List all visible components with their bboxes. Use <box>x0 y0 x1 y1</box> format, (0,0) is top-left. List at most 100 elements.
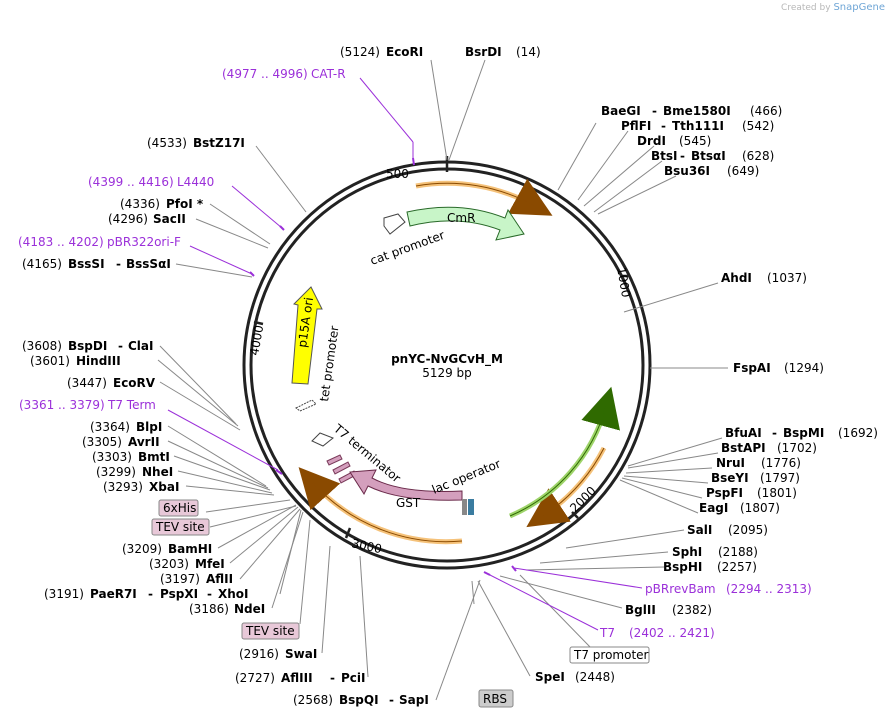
site-sali-pos: (2095) <box>728 523 768 537</box>
site-sphi[interactable]: SphI (2188) <box>672 545 758 559</box>
primer-l4440[interactable]: (4399 .. 4416) L4440 <box>88 175 214 189</box>
site-paer7i-name: PaeR7I <box>90 587 137 601</box>
site-bspdi[interactable]: (3608) BspDI - ClaI <box>22 339 153 353</box>
site-spei[interactable]: SpeI (2448) <box>535 670 615 684</box>
site-fspai[interactable]: FspAI (1294) <box>733 361 824 375</box>
tick-500: 500 <box>386 167 409 181</box>
site-nrui-pos: (1776) <box>761 456 801 470</box>
site-ndei[interactable]: (3186) NdeI <box>189 602 265 616</box>
site-xbai-pos: (3293) <box>103 480 143 494</box>
site-bsu36i[interactable]: Bsu36I (649) <box>664 164 759 178</box>
site-spei-pos: (2448) <box>575 670 615 684</box>
site-pflfi-pos: (542) <box>742 119 774 133</box>
site-sali[interactable]: SalI (2095) <box>687 523 768 537</box>
site-bglii[interactable]: BglII (2382) <box>625 603 712 617</box>
site-bstapi[interactable]: BstAPI (1702) <box>721 441 817 455</box>
cat-promoter-label: cat promoter <box>368 228 446 268</box>
site-sacii[interactable]: (4296) SacII <box>108 212 186 226</box>
primer-t7-term[interactable]: (3361 .. 3379) T7 Term <box>19 398 156 412</box>
primer-cat-r[interactable]: (4977 .. 4996) CAT-R <box>222 67 346 81</box>
site-swai-name: SwaI <box>285 647 317 661</box>
primer-t7-term-range: (3361 .. 3379) <box>19 398 105 412</box>
site-baegi[interactable]: BaeGI - Bme1580I (466) <box>601 104 782 118</box>
site-bmti[interactable]: (3303) BmtI <box>92 450 170 464</box>
site-eagi[interactable]: EagI (1807) <box>699 501 780 515</box>
site-bsphi[interactable]: BspHI (2257) <box>663 560 757 574</box>
site-bfuai[interactable]: BfuAI - BspMI (1692) <box>725 426 878 440</box>
site-bseyi-pos: (1797) <box>760 471 800 485</box>
site-blpi-pos: (3364) <box>90 420 130 434</box>
site-aflii-name: AflII <box>206 572 233 586</box>
site-ecori[interactable]: (5124) EcoRI <box>340 45 423 59</box>
site-nrui[interactable]: NruI (1776) <box>716 456 801 470</box>
site-drdi[interactable]: DrdI (545) <box>637 134 711 148</box>
site-aflii-pos: (3197) <box>160 572 200 586</box>
gst-label: GST <box>396 496 421 510</box>
site-pflfi[interactable]: PflFI - Tth111I (542) <box>621 119 774 133</box>
p15a-ori-feature[interactable]: p15A ori <box>291 286 323 385</box>
site-bspdi-name2: ClaI <box>128 339 153 353</box>
site-mfei[interactable]: (3203) MfeI <box>149 557 225 571</box>
site-eagi-name: EagI <box>699 501 728 515</box>
t7-promoter-box[interactable]: T7 promoter <box>569 646 650 664</box>
site-pfoi[interactable]: (4336) PfoI * <box>120 197 204 211</box>
site-afliii[interactable]: (2727) AflIII - PciI <box>235 671 366 685</box>
site-pspfi-name: PspFI <box>706 486 743 500</box>
site-bstz17i[interactable]: (4533) BstZ17I <box>147 136 245 150</box>
svg-text:-: - <box>680 149 685 163</box>
site-pflfi-name: PflFI <box>621 119 651 133</box>
site-aflii[interactable]: (3197) AflII <box>160 572 233 586</box>
site-mfei-pos: (3203) <box>149 557 189 571</box>
site-pspfi[interactable]: PspFI (1801) <box>706 486 797 500</box>
site-mfei-name: MfeI <box>195 557 225 571</box>
site-fspai-pos: (1294) <box>784 361 824 375</box>
primer-t7-name: T7 <box>599 626 615 640</box>
site-xbai[interactable]: (3293) XbaI <box>103 480 179 494</box>
site-bspqi[interactable]: (2568) BspQI - SapI <box>293 693 429 707</box>
site-avrii[interactable]: (3305) AvrII <box>82 435 160 449</box>
site-ecori-pos: (5124) <box>340 45 380 59</box>
svg-text:-: - <box>118 339 123 353</box>
gst-feature[interactable]: GST <box>349 469 474 515</box>
site-pspfi-pos: (1801) <box>757 486 797 500</box>
primer-cat-r-range: (4977 .. 4996) <box>222 67 308 81</box>
primer-pbrrevbam-name: pBRrevBam <box>645 582 716 596</box>
tev-site-box-2[interactable]: TEV site <box>241 622 300 640</box>
cmr-feature[interactable]: CmR <box>406 206 525 241</box>
site-ecori-name: EcoRI <box>386 45 423 59</box>
site-btsi[interactable]: BtsI - BtsαI (628) <box>651 149 774 163</box>
snapgene-branding: Created by SnapGene <box>781 2 885 13</box>
site-bsssi[interactable]: (4165) BssSI - BssSαI <box>22 257 171 271</box>
tev-site-label-2: TEV site <box>245 624 295 638</box>
site-blpi[interactable]: (3364) BlpI <box>90 420 162 434</box>
primer-pbr322ori-f[interactable]: (4183 .. 4202) pBR322ori-F <box>18 235 181 249</box>
primer-pbrrevbam[interactable]: pBRrevBam (2294 .. 2313) <box>645 582 812 596</box>
site-nhei-name: NheI <box>142 465 173 479</box>
site-bsu36i-name: Bsu36I <box>664 164 710 178</box>
site-bfuai-pos: (1692) <box>838 426 878 440</box>
site-bseyi[interactable]: BseYI (1797) <box>711 471 800 485</box>
site-swai[interactable]: (2916) SwaI <box>239 647 317 661</box>
site-ahdi[interactable]: AhdI (1037) <box>721 271 807 285</box>
site-xbai-name: XbaI <box>149 480 179 494</box>
site-baegi-name: BaeGI <box>601 104 641 118</box>
site-bamhi[interactable]: (3209) BamHI <box>122 542 212 556</box>
primer-cat-r-name: CAT-R <box>311 67 346 81</box>
site-nhei[interactable]: (3299) NheI <box>96 465 173 479</box>
site-paer7i[interactable]: (3191) PaeR7I - PspXI - XhoI <box>44 587 249 601</box>
site-ecorv[interactable]: (3447) EcoRV <box>67 376 156 390</box>
site-sali-name: SalI <box>687 523 712 537</box>
site-spei-name: SpeI <box>535 670 565 684</box>
primer-t7[interactable]: T7 (2402 .. 2421) <box>599 626 715 640</box>
orange-arcs <box>298 178 607 545</box>
primer-l4440-range: (4399 .. 4416) <box>88 175 174 189</box>
lac-operator-feature[interactable]: lac operator <box>430 457 503 497</box>
tev-site-box-1[interactable]: TEV site <box>151 518 210 536</box>
tev-site-label-1: TEV site <box>155 520 205 534</box>
cmr-label: CmR <box>447 211 475 225</box>
site-hindiii[interactable]: (3601) HindIII <box>30 354 121 368</box>
site-bsrdi[interactable]: BsrDI (14) <box>465 45 541 59</box>
rbs-box[interactable]: RBS <box>478 689 514 708</box>
site-drdi-pos: (545) <box>679 134 711 148</box>
his-box[interactable]: 6xHis <box>158 499 199 517</box>
